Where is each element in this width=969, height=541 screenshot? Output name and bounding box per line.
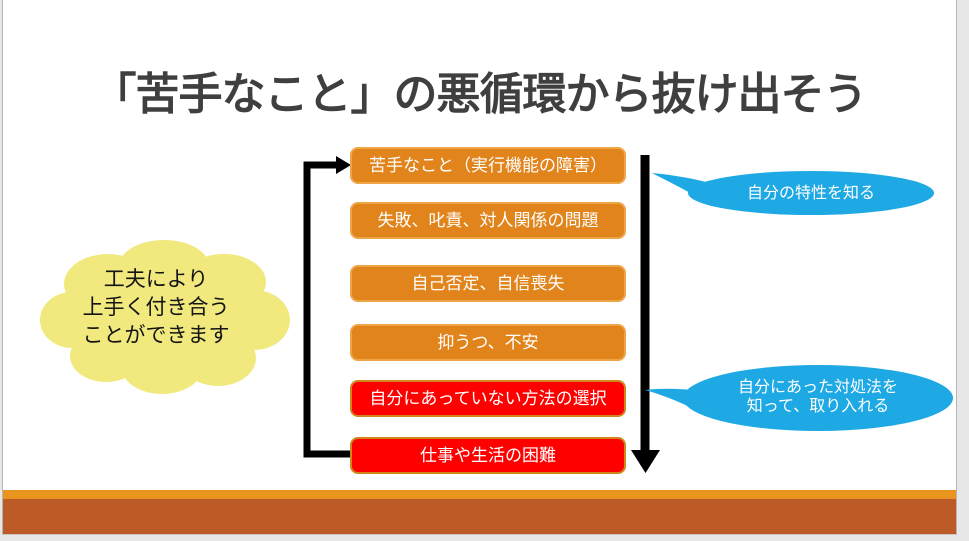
vicious-cycle-flow: 苦手なこと（実行機能の障害） 失敗、叱責、対人関係の問題 自己否定、自信喪失 抑… bbox=[3, 0, 956, 534]
footer-accent-strip bbox=[3, 490, 956, 499]
flow-box-wrong-method: 自分にあっていない方法の選択 bbox=[350, 380, 626, 417]
slide-canvas: 「苦手なこと」の悪循環から抜け出そう 苦手なこと（実行機能の障害） 失敗、叱責、… bbox=[2, 0, 957, 535]
speech-bubble-know-traits bbox=[652, 171, 934, 215]
slide-title: 「苦手なこと」の悪循環から抜け出そう bbox=[92, 70, 868, 119]
flow-box-depression: 抑うつ、不安 bbox=[350, 324, 626, 361]
flow-box-life-difficulty: 仕事や生活の困難 bbox=[350, 437, 626, 474]
cloud-callout-text: 工夫により 上手く付き合う ことができます bbox=[82, 268, 230, 347]
bubble-know-traits-text: 自分の特性を知る bbox=[746, 185, 875, 202]
flow-box-failure: 失敗、叱責、対人関係の問題 bbox=[350, 202, 626, 239]
flow-box-self-denial: 自己否定、自信喪失 bbox=[350, 265, 626, 302]
bubble-coping-text: 自分にあった対処法を 知って、取り入れる bbox=[737, 379, 898, 415]
flow-box-weakness: 苦手なこと（実行機能の障害） bbox=[350, 147, 626, 184]
cloud-callout-icon bbox=[40, 240, 290, 394]
footer-bar bbox=[3, 499, 956, 534]
speech-bubble-coping bbox=[645, 365, 953, 431]
